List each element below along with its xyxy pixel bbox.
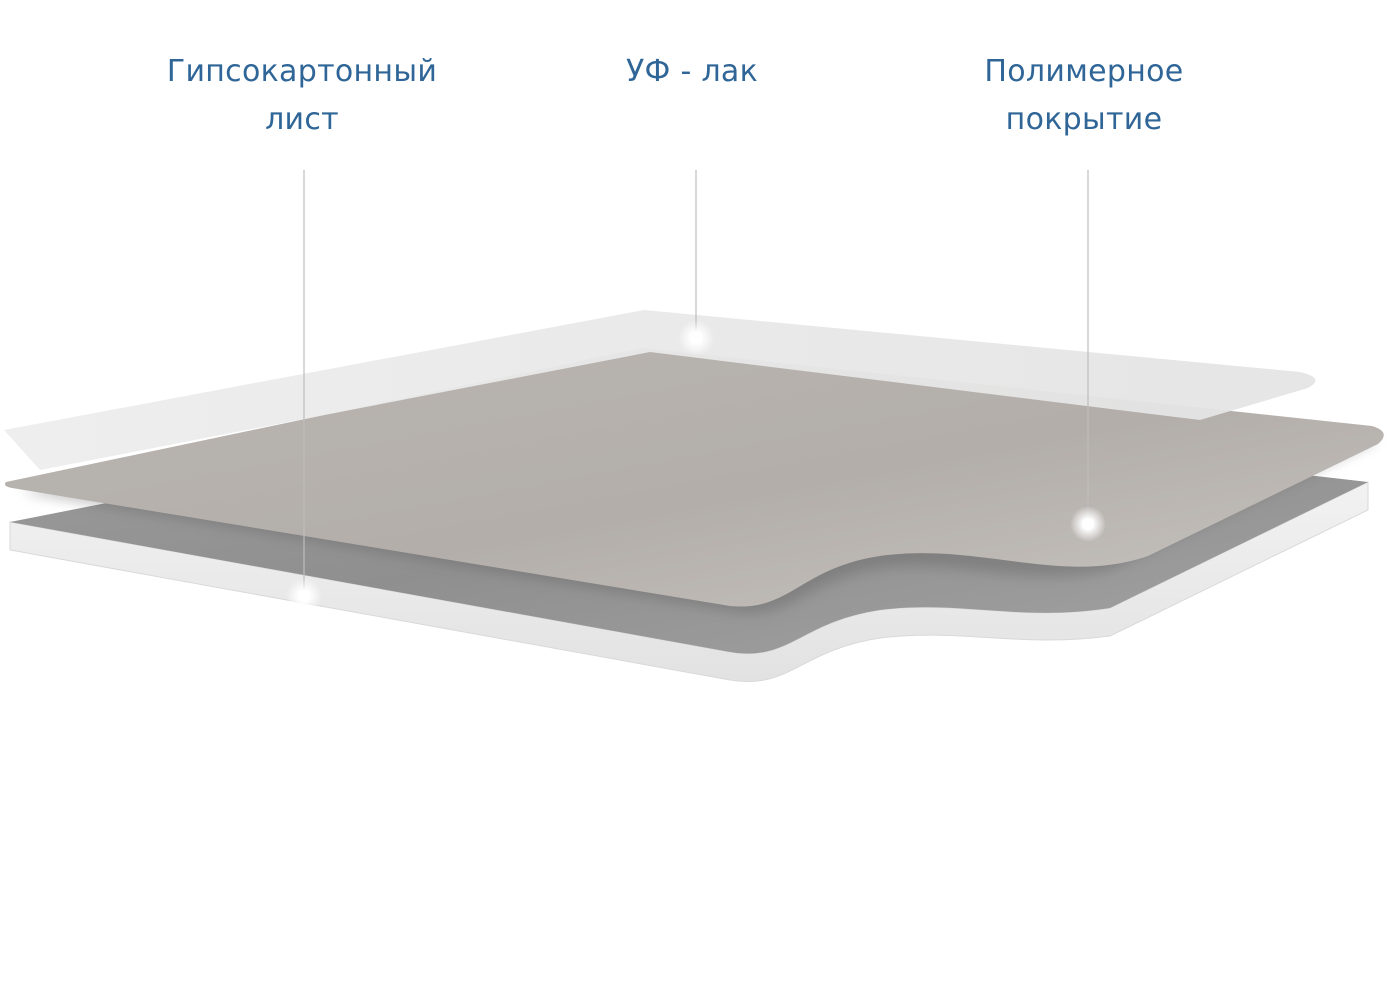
polymer-label: Полимерное покрытие: [984, 48, 1183, 144]
polymer-label-line2: покрытие: [1005, 102, 1163, 137]
gypsum-label: Гипсокартонный лист: [167, 48, 437, 144]
uv-label-line1: УФ - лак: [625, 54, 759, 89]
polymer-label-line1: Полимерное: [984, 54, 1184, 89]
uv-marker: [678, 320, 714, 356]
uv-layer: [4, 310, 1316, 470]
gypsum-label-line1: Гипсокартонный: [166, 54, 438, 89]
polymer-layer: [4, 348, 1384, 607]
uv-label: УФ - лак: [626, 48, 758, 96]
gypsum-edge: [9, 481, 1369, 682]
gypsum-label-line2: лист: [265, 102, 339, 137]
polymer-marker: [1070, 506, 1106, 542]
gypsum-marker: [286, 578, 322, 614]
